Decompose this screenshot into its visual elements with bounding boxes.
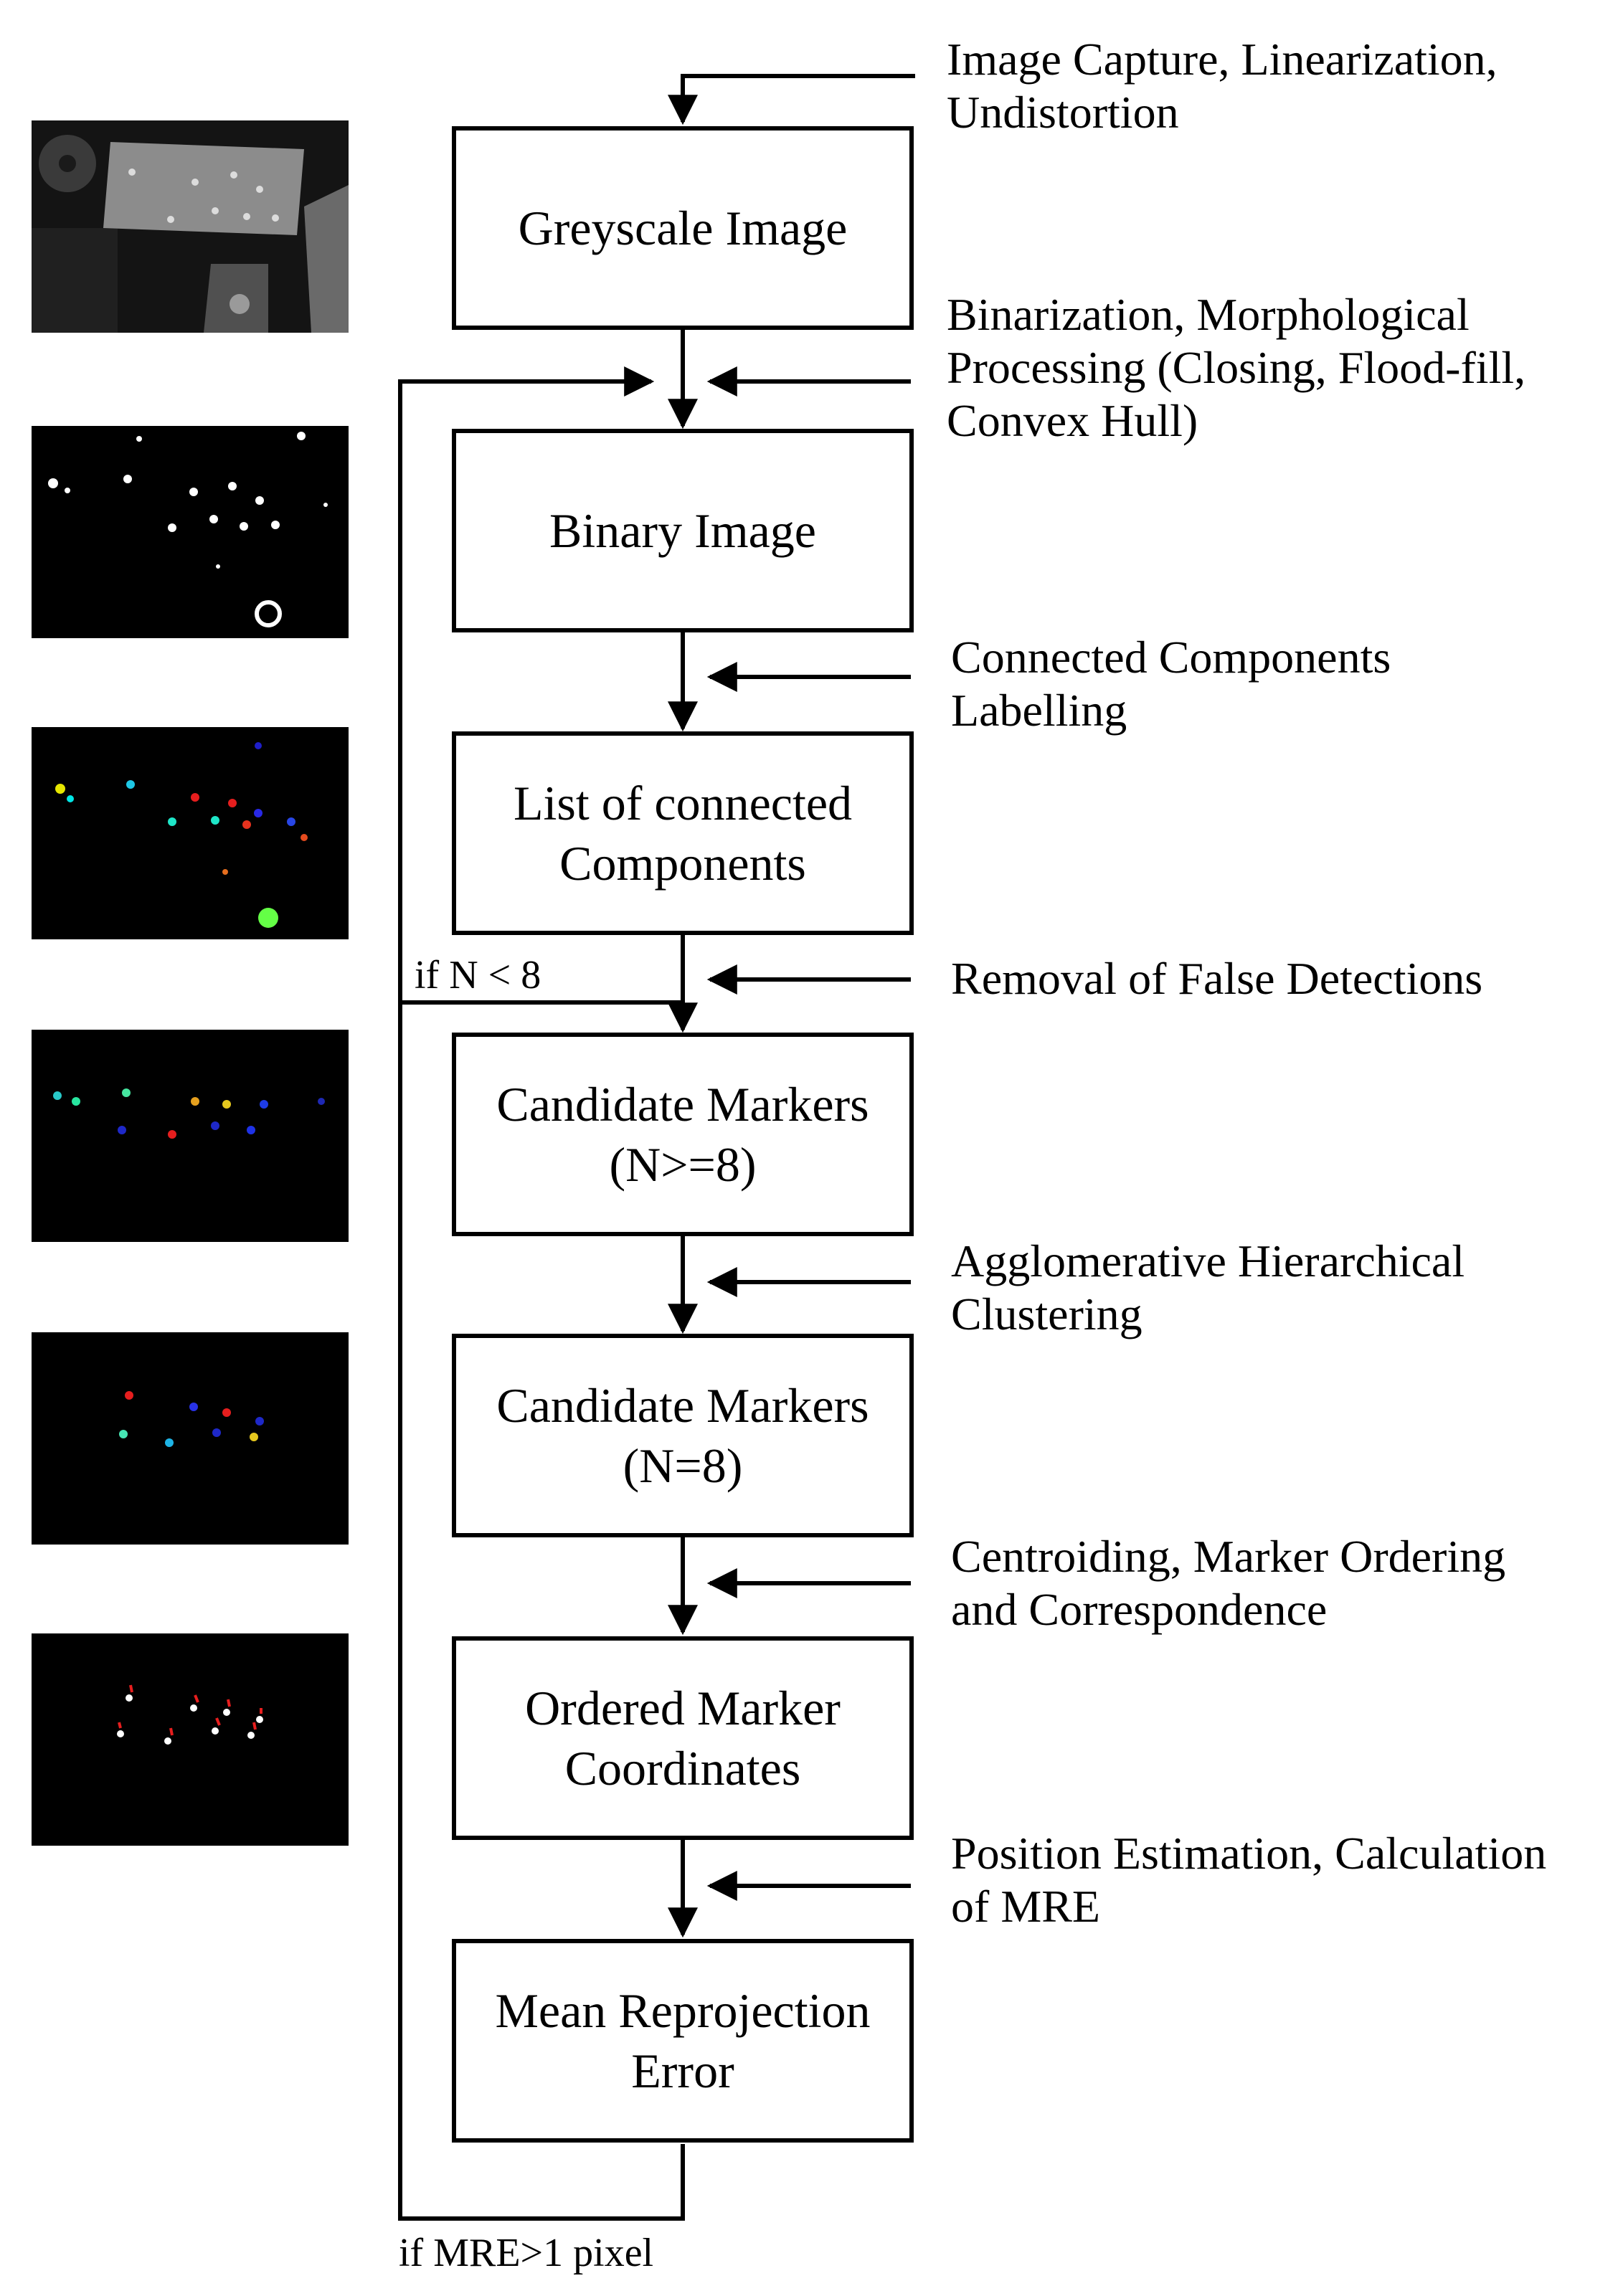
- box-binary-image: Binary Image: [452, 429, 914, 632]
- step-image-capture-line-1: Image Capture, Linearization,: [947, 34, 1498, 85]
- box-ordered-marker-coordinates-line-2: Coordinates: [564, 1741, 801, 1795]
- loop-label-mre-check: if MRE>1 pixel: [399, 2231, 654, 2275]
- feedback-loop-line: [398, 366, 685, 2221]
- box-connected-components: List of connected Components: [452, 731, 914, 935]
- step-connected-components-labelling: Connected Components Labelling: [951, 631, 1391, 737]
- box-greyscale-image-line-1: Greyscale Image: [518, 201, 848, 255]
- step-position-estimation-line-1: Position Estimation, Calculation: [951, 1828, 1547, 1879]
- step-binarization-line-2: Processing (Closing, Flood-fill,: [947, 342, 1526, 393]
- loop-label-n-check: if N < 8: [415, 953, 541, 997]
- thumbnail-candidate-markers-n-ge-8: [32, 1030, 349, 1242]
- step-centroiding: Centroiding, Marker Ordering and Corresp…: [951, 1530, 1505, 1636]
- step-binarization-line-3: Convex Hull): [947, 395, 1198, 446]
- box-candidate-markers-n-8-line-2: (N=8): [623, 1438, 743, 1493]
- step-image-capture: Image Capture, Linearization, Undistorti…: [947, 33, 1498, 139]
- step-clustering-line-2: Clustering: [951, 1289, 1142, 1339]
- box-mean-reprojection-error-line-2: Error: [631, 2044, 734, 2098]
- box-candidate-markers-n-ge-8-line-1: Candidate Markers: [496, 1077, 869, 1132]
- thumbnail-ordered-markers: [32, 1633, 349, 1846]
- step-ccl-line-2: Labelling: [951, 685, 1127, 736]
- box-connected-components-line-2: Components: [559, 836, 806, 891]
- input-arrow: [668, 74, 915, 125]
- box-ordered-marker-coordinates-line-1: Ordered Marker: [525, 1681, 841, 1735]
- thumbnail-connected-components: [32, 727, 349, 939]
- box-candidate-markers-n-8: Candidate Markers (N=8): [452, 1334, 914, 1537]
- step-binarization: Binarization, Morphological Processing (…: [947, 288, 1525, 447]
- step-position-estimation-line-2: of MRE: [951, 1881, 1100, 1932]
- step-centroiding-line-2: and Correspondence: [951, 1584, 1328, 1635]
- step-agglomerative-clustering: Agglomerative Hierarchical Clustering: [951, 1235, 1465, 1341]
- step-removal-false-detections: Removal of False Detections: [951, 952, 1482, 1005]
- step-binarization-line-1: Binarization, Morphological: [947, 289, 1470, 340]
- box-binary-image-line-1: Binary Image: [549, 503, 816, 558]
- step-centroiding-line-1: Centroiding, Marker Ordering: [951, 1531, 1506, 1582]
- box-greyscale-image: Greyscale Image: [452, 126, 914, 330]
- step-removal-line-1: Removal of False Detections: [951, 953, 1483, 1004]
- box-connected-components-line-1: List of connected: [513, 776, 853, 830]
- box-mean-reprojection-error-line-1: Mean Reprojection: [495, 1983, 871, 2038]
- step-position-estimation: Position Estimation, Calculation of MRE: [951, 1827, 1546, 1933]
- box-candidate-markers-n-8-line-1: Candidate Markers: [496, 1378, 869, 1433]
- thumbnail-greyscale: [32, 120, 349, 333]
- box-mean-reprojection-error: Mean Reprojection Error: [452, 1939, 914, 2143]
- box-ordered-marker-coordinates: Ordered Marker Coordinates: [452, 1636, 914, 1840]
- step-ccl-line-1: Connected Components: [951, 632, 1391, 683]
- box-candidate-markers-n-ge-8: Candidate Markers (N>=8): [452, 1033, 914, 1236]
- step-clustering-line-1: Agglomerative Hierarchical: [951, 1235, 1465, 1286]
- thumbnail-candidate-markers-n-8: [32, 1332, 349, 1545]
- thumbnail-binary: [32, 426, 349, 638]
- box-candidate-markers-n-ge-8-line-2: (N>=8): [609, 1137, 757, 1192]
- step-image-capture-line-2: Undistortion: [947, 87, 1179, 138]
